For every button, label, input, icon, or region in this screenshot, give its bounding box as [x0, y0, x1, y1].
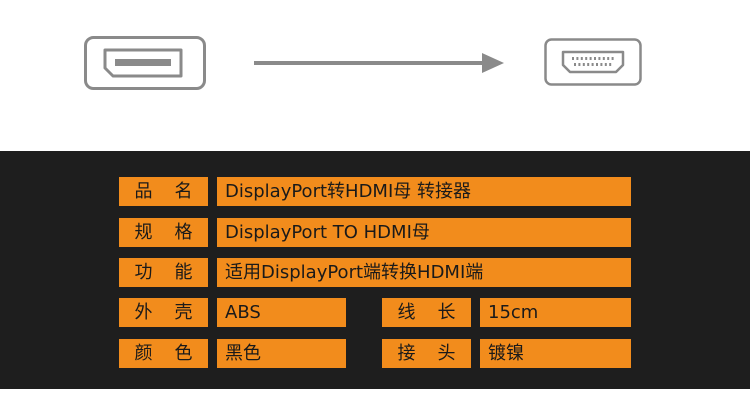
hdmi-pin — [604, 63, 607, 66]
spec-label-connector: 接头 — [382, 339, 471, 368]
hdmi-pin — [594, 57, 596, 60]
hdmi-pin — [607, 57, 610, 60]
displayport-port-icon — [84, 36, 206, 90]
hdmi-pin — [591, 63, 594, 66]
hdmi-pin — [578, 63, 581, 66]
hdmi-pin — [580, 57, 583, 60]
spec-value-name: DisplayPort转HDMI母 转接器 — [217, 177, 631, 206]
hdmi-pin — [596, 63, 598, 66]
hdmi-pin — [600, 63, 603, 66]
hdmi-pin — [598, 57, 601, 60]
spec-label-spec: 规格 — [119, 218, 208, 247]
spec-value-spec: DisplayPort TO HDMI母 — [217, 218, 631, 247]
spec-value-connector: 镀镍 — [480, 339, 631, 368]
hdmi-pin — [589, 57, 592, 60]
connector-illustration — [0, 0, 750, 151]
hdmi-pin — [572, 57, 574, 60]
spec-label-name: 品名 — [119, 177, 208, 206]
right-arrow-icon — [254, 53, 504, 73]
spec-value-cable-length: 15cm — [480, 298, 631, 327]
spec-label-function: 功能 — [119, 258, 208, 287]
spec-label-shell: 外壳 — [119, 298, 208, 327]
hdmi-pin — [609, 63, 612, 66]
spec-value-color: 黑色 — [217, 339, 346, 368]
hdmi-pin — [585, 57, 588, 60]
hdmi-pin — [611, 57, 614, 60]
hdmi-pin — [587, 63, 590, 66]
hdmi-pin — [582, 63, 585, 66]
hdmi-pin — [574, 63, 576, 66]
spec-table: 品名 DisplayPort转HDMI母 转接器 规格 DisplayPort … — [0, 151, 750, 389]
hdmi-pin — [576, 57, 579, 60]
spec-value-shell: ABS — [217, 298, 346, 327]
spec-value-function: 适用DisplayPort端转换HDMI端 — [217, 258, 631, 287]
spec-label-cable-length: 线长 — [382, 298, 471, 327]
spec-label-color: 颜色 — [119, 339, 208, 368]
bottom-margin — [0, 389, 750, 411]
hdmi-pin — [602, 57, 605, 60]
hdmi-port-icon — [544, 38, 642, 86]
